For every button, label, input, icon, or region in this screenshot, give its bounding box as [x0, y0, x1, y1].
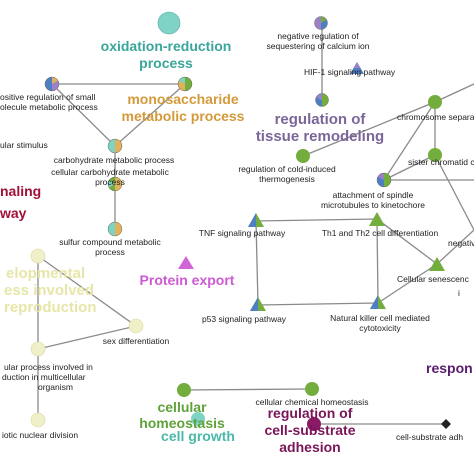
node-chromosome-separation[interactable] — [428, 95, 442, 109]
label-edge-i: i — [458, 288, 460, 298]
node-cell-substrate[interactable] — [307, 417, 321, 431]
edge-senescence-right — [436, 229, 474, 265]
node-sulfur-pie[interactable] — [107, 221, 123, 237]
edges — [37, 24, 474, 425]
node-multicellular[interactable] — [30, 341, 46, 357]
label-stimulus: ular stimulus — [0, 140, 48, 150]
node-carbohydrate-pie[interactable] — [107, 138, 123, 154]
node-nk-triangle[interactable] — [370, 295, 386, 309]
edge-reproduction-sex — [37, 255, 137, 327]
node-spindle-pie[interactable] — [376, 172, 392, 188]
node-oxidation-reduction[interactable] — [157, 11, 181, 35]
edge-small-molecule-carbohydrate — [51, 83, 116, 147]
label-sex-differentiation: sex differentiation — [103, 336, 170, 346]
edge-th1-nk — [376, 218, 379, 304]
label-chromosome: chromosome separat — [397, 112, 474, 122]
edge-diamond-marker — [441, 419, 451, 429]
label-cell-growth: cell growth — [161, 428, 235, 444]
label-protein-export: Protein export — [140, 272, 235, 288]
label-p53: p53 signaling pathway — [202, 314, 287, 324]
edge-chromosome-cold — [302, 101, 436, 157]
edge-sister-right — [434, 154, 474, 231]
node-calcium-pie[interactable] — [314, 16, 328, 30]
edge-tnf-th1 — [255, 218, 378, 222]
edge-chromosome-spindle — [383, 101, 436, 181]
node-reproduction[interactable] — [30, 248, 46, 264]
label-tnf: TNF signaling pathway — [199, 228, 286, 238]
node-senescence-triangle[interactable] — [429, 257, 445, 271]
edge-p53-nk — [257, 302, 379, 306]
edge-monosaccharide-carbohydrate — [114, 83, 186, 147]
edge-multicellular-sex — [37, 325, 137, 350]
edge-tissue-chromosome — [434, 83, 474, 103]
node-hif1-triangle-overlay — [354, 62, 360, 68]
edge-homeostasis-chemical — [183, 388, 313, 391]
label-respon: respon — [426, 360, 473, 376]
node-cold-thermogenesis[interactable] — [296, 149, 310, 163]
label-meiotic: iotic nuclear division — [2, 430, 78, 440]
edge-tnf-p53 — [255, 220, 259, 306]
node-tissue-remodeling-pie[interactable] — [315, 93, 329, 107]
node-cellular-homeostasis[interactable] — [177, 383, 191, 397]
node-tnf-triangle[interactable] — [248, 213, 264, 227]
label-carbohydrate: carbohydrate metabolic process — [54, 155, 174, 165]
node-cell-growth[interactable] — [191, 412, 205, 426]
label-th1: Th1 and Th2 cell differentiation — [322, 228, 439, 238]
edge-th1-senescence — [376, 218, 438, 265]
edge-nk-senescence — [377, 263, 438, 304]
node-sex-differentiation[interactable] — [128, 318, 144, 334]
label-chemical-homeostasis: cellular chemical homeostasis — [256, 397, 369, 407]
label-cell-substrate-adh: cell-substrate adh — [396, 432, 463, 442]
node-protein-export-triangle[interactable] — [178, 256, 194, 269]
label-negative: negative — [448, 238, 474, 248]
node-meiotic[interactable] — [30, 412, 46, 428]
edge-sister-spindle — [383, 154, 436, 181]
node-p53-triangle[interactable] — [250, 297, 266, 311]
label-senescence: Cellular senescenc — [397, 274, 470, 284]
label-sister: sister chromatid coh — [408, 157, 474, 167]
node-chemical-homeostasis[interactable] — [305, 382, 319, 396]
node-small-molecule-pie[interactable] — [44, 76, 60, 92]
node-sister-chromatid[interactable] — [428, 148, 442, 162]
label-hif1: HIF-1 signaling pathway — [304, 67, 396, 77]
node-cellular-carbohydrate-pie[interactable] — [107, 176, 123, 192]
node-monosaccharide-pie[interactable] — [177, 76, 193, 92]
nodes — [30, 11, 451, 431]
node-th1-th2-triangle[interactable] — [369, 212, 385, 226]
